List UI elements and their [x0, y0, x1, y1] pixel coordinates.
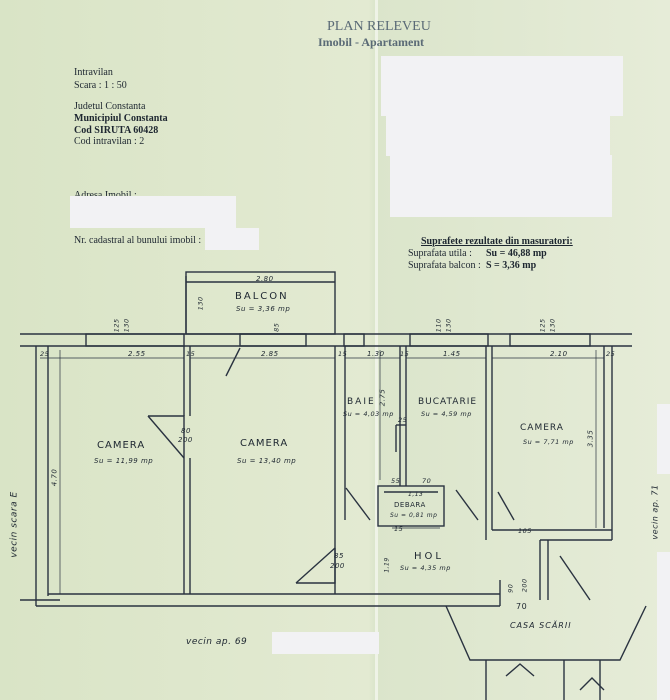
- room-area-hol: Su = 4,35 mp: [400, 564, 451, 572]
- redaction-block: [657, 404, 670, 474]
- dim-door-80: 80: [181, 427, 191, 435]
- dim-70-b: 70: [516, 602, 528, 611]
- dim-door-85: 85: [334, 552, 344, 560]
- dim-130: 1.30: [367, 350, 385, 358]
- dim-275: 2.75: [378, 388, 387, 407]
- dim-balcon-width: 2.80: [256, 275, 274, 283]
- dim-145: 1.45: [443, 350, 461, 358]
- info-county: Judetul Constanta: [74, 101, 146, 112]
- redaction-block: [272, 632, 379, 654]
- info-intravilan: Intravilan: [74, 67, 113, 78]
- neighbor-right: vecin ap. 71: [650, 484, 660, 540]
- room-label-debara: DEBARA: [394, 501, 426, 509]
- redaction-block: [70, 196, 236, 228]
- dim-window-130-b: 130: [548, 318, 557, 333]
- dim-119: 1,19: [383, 557, 391, 573]
- dim-255: 2.55: [128, 350, 146, 358]
- room-label-camera-3: CAMERA: [520, 423, 564, 433]
- room-label-bucatarie: BUCATARIE: [418, 397, 478, 407]
- dim-window-110: 110: [434, 318, 443, 333]
- room-area-debara: Su = 0,81 mp: [390, 512, 438, 519]
- dim-15-c: 15: [400, 350, 410, 358]
- room-label-camera-1: CAMERA: [97, 440, 146, 451]
- dim-15-d: 15: [394, 525, 404, 533]
- dim-15-a: 15: [186, 350, 196, 358]
- dim-25-left: 25: [40, 350, 50, 358]
- redaction-block: [386, 116, 610, 156]
- dim-90: 90: [506, 583, 515, 593]
- room-area-camera-1: Su = 11,99 mp: [94, 457, 154, 465]
- summary-utila-label: Suprafata utila :: [408, 248, 472, 259]
- summary-heading: Suprafete rezultate din masuratori:: [421, 236, 573, 247]
- dim-55: 55: [391, 477, 401, 485]
- dim-25-right: 25: [606, 350, 616, 358]
- info-scale: Scara : 1 : 50: [74, 80, 127, 91]
- dim-window-130-a: 130: [122, 318, 131, 333]
- paper-fold: [375, 0, 378, 700]
- info-cadastral-label: Nr. cadastral al bunului imobil :: [74, 235, 202, 246]
- dim-window-125-a: 125: [112, 318, 121, 333]
- dim-210: 2.10: [550, 350, 568, 358]
- dim-15-b: 15: [338, 350, 348, 358]
- dim-200-c: 200: [520, 578, 529, 593]
- room-label-casa-scarii: CASA SCĂRII: [510, 621, 572, 630]
- summary-balcon-value: S = 3,36 mp: [486, 260, 537, 271]
- summary-utila-value: Su = 46,88 mp: [486, 248, 547, 259]
- redaction-block: [205, 228, 259, 250]
- dim-70-a: 70: [422, 477, 432, 485]
- neighbor-bottom: vecin ap. 69: [186, 637, 248, 647]
- room-label-baie: BAIE: [347, 397, 376, 407]
- dim-105: 105: [518, 527, 532, 535]
- dim-470: 4.70: [50, 468, 59, 487]
- neighbor-left: vecin scara E: [9, 491, 20, 558]
- redaction-block: [657, 552, 670, 700]
- info-address-label: Adresa Imobil :: [74, 191, 137, 201]
- room-label-hol: HOL: [414, 551, 444, 562]
- dim-door-200-b: 200: [330, 562, 345, 570]
- room-label-balcon: BALCON: [235, 291, 289, 302]
- dim-335: 3.35: [586, 429, 595, 448]
- dim-285: 2.85: [261, 350, 279, 358]
- dim-113: 1,13: [408, 491, 424, 498]
- redaction-block: [381, 56, 623, 116]
- info-municipality: Municipiul Constanta: [74, 113, 168, 124]
- room-label-camera-2: CAMERA: [240, 438, 289, 449]
- info-siruta: Cod SIRUTA 60428: [74, 125, 159, 136]
- dim-window-125-b: 125: [538, 318, 547, 333]
- room-area-bucatarie: Su = 4,59 mp: [421, 410, 472, 418]
- room-area-camera-3: Su = 7,71 mp: [523, 438, 574, 446]
- page-title: PLAN RELEVEU: [327, 19, 431, 34]
- dim-door-200-a: 200: [178, 436, 193, 444]
- room-area-baie: Su = 4,03 mp: [343, 410, 394, 418]
- dim-window-130-c: 130: [444, 318, 453, 333]
- redaction-block: [390, 155, 612, 217]
- room-area-camera-2: Su = 13,40 mp: [237, 457, 297, 465]
- dim-window-85: 85: [272, 322, 281, 332]
- dim-window-130-d: 130: [196, 296, 205, 311]
- summary-balcon-label: Suprafata balcon :: [408, 260, 481, 271]
- room-area-balcon: Su = 3,36 mp: [236, 305, 291, 313]
- dim-25-c: 25: [398, 416, 408, 424]
- page-subtitle: Imobil - Apartament: [318, 35, 424, 49]
- info-cod-intravilan: Cod intravilan : 2: [74, 136, 145, 147]
